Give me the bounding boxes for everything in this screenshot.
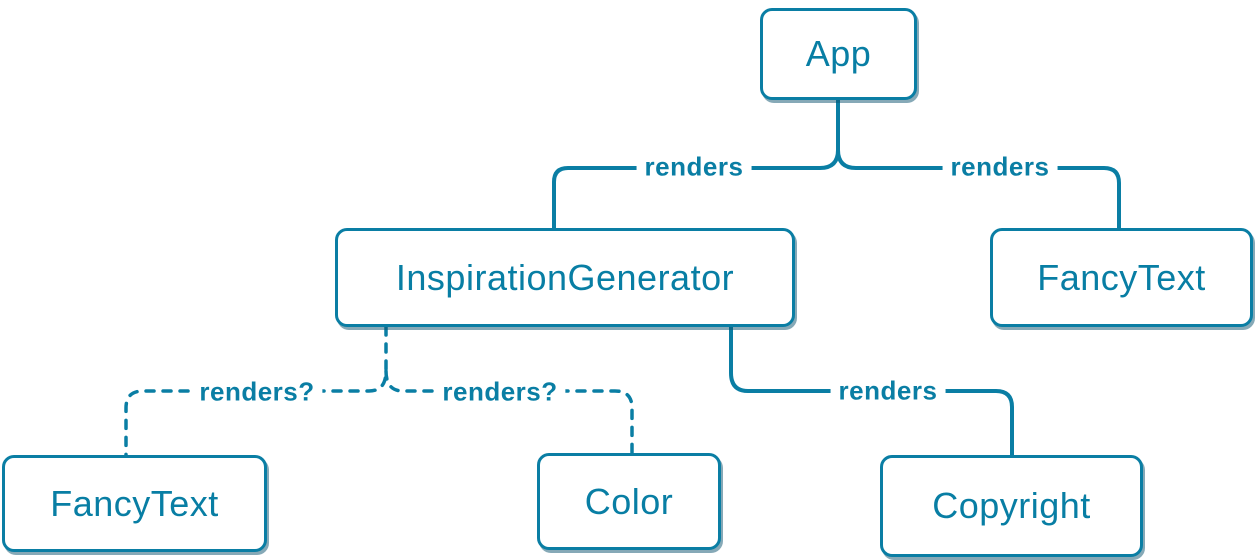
node-copyright-label: Copyright [932,485,1091,526]
edge-app-fancytext [836,149,1121,228]
node-color: Color [537,453,721,550]
node-copyright: Copyright [880,455,1143,557]
edge-label-renders-fancytext-bottom: renders? [191,378,323,407]
node-color-label: Color [584,480,674,522]
edge-label-renders-fancytext-top: renders [942,153,1058,182]
edge-inspirationgenerator-color [384,369,634,455]
node-fancy-text-bottom-label: FancyText [50,482,219,524]
node-inspiration-generator: InspirationGenerator [335,228,795,327]
node-fancy-text-bottom: FancyText [2,455,267,552]
node-app-label: App [805,33,872,74]
edge-label-renders-color: renders? [434,378,566,407]
edge-label-renders-copyright: renders [830,377,946,406]
node-fancy-text-top-label: FancyText [1037,256,1206,298]
node-app: App [760,8,917,100]
node-fancy-text-top: FancyText [990,228,1253,327]
node-inspiration-generator-label: InspirationGenerator [395,256,735,298]
edge-label-renders-inspirationgenerator: renders [636,153,752,182]
